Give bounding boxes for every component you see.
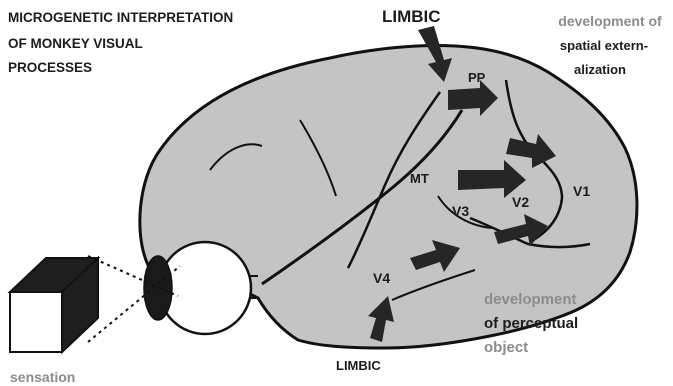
sensation-label: sensation (10, 369, 75, 385)
title-line-1: MICROGENETIC INTERPRETATION (8, 10, 233, 25)
spatial-label-line-1: development of (558, 13, 662, 29)
title-line-2: OF MONKEY VISUAL (8, 36, 143, 51)
area-v3-label: V3 (452, 203, 469, 219)
perceptual-label-line-3: object (484, 339, 528, 356)
spatial-label-line-2: spatial extern- (560, 38, 648, 53)
perceptual-label-line-1: development (484, 291, 577, 308)
eye-lens-icon (144, 256, 172, 320)
top-limbic-label: LIMBIC (382, 7, 441, 26)
bottom-limbic-label: LIMBIC (336, 358, 381, 373)
title-line-3: PROCESSES (8, 60, 92, 75)
area-mt-label: MT (410, 171, 429, 186)
area-v1-label: V1 (573, 183, 590, 199)
eye-icon (159, 242, 251, 334)
cube-front-face (10, 292, 62, 352)
area-v4-label: V4 (373, 270, 390, 286)
area-v2-label: V2 (512, 194, 529, 210)
spatial-label-line-3: alization (574, 62, 626, 77)
perceptual-label-line-2: of perceptual (484, 315, 578, 332)
area-pp-label: PP (468, 70, 486, 85)
